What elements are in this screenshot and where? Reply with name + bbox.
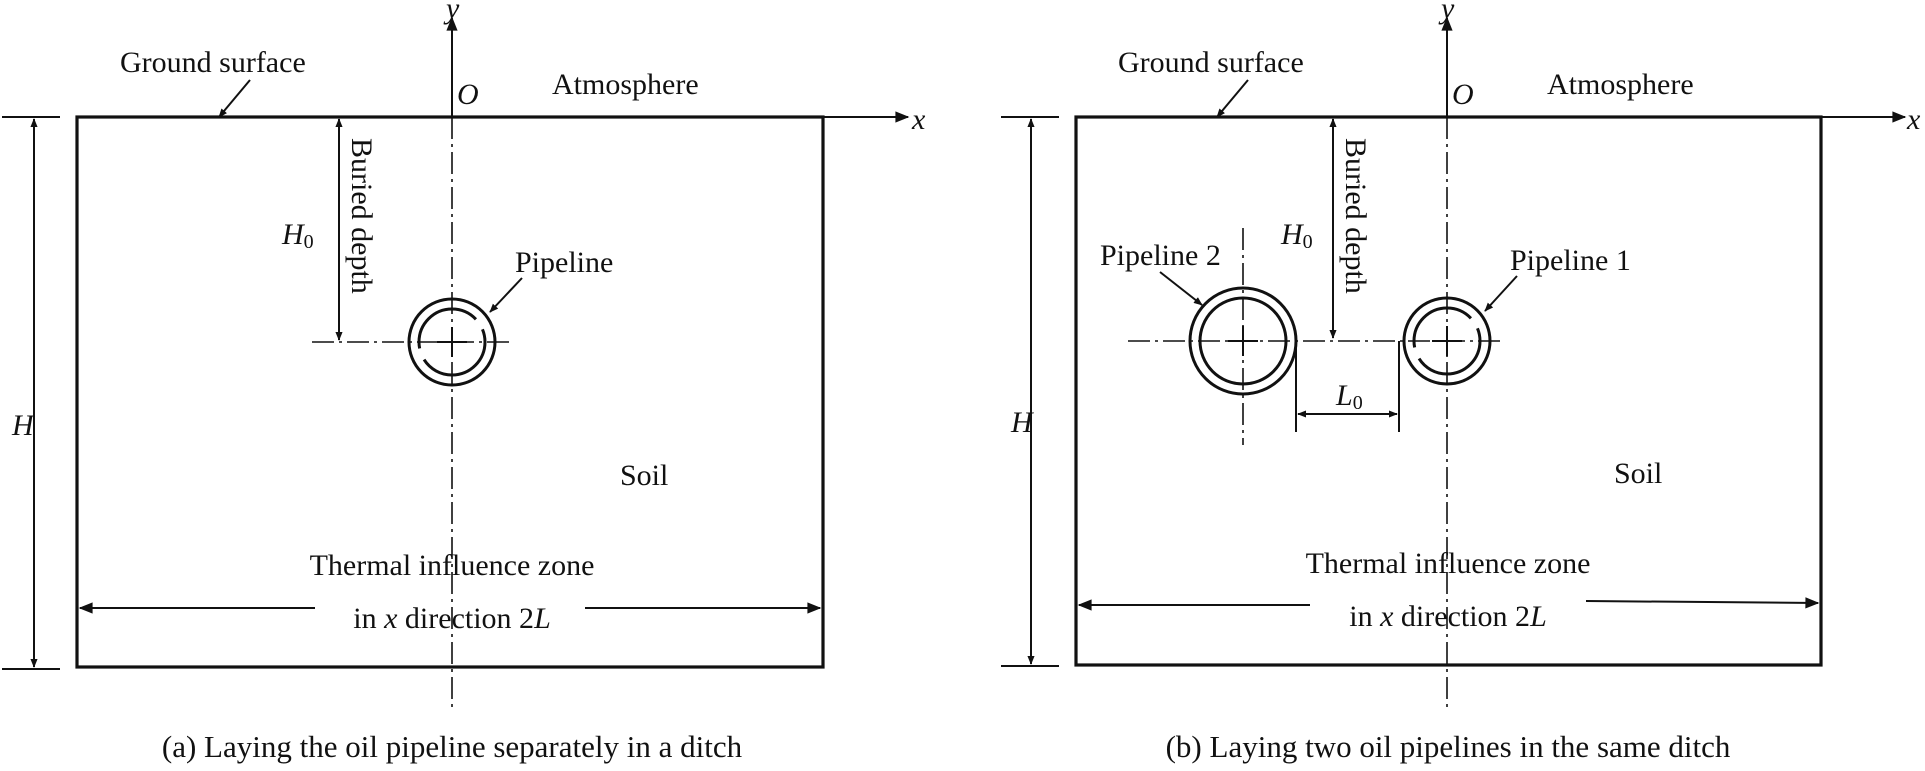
panel-a: x y O Ground surface Atmosphere Buried d… bbox=[2, 0, 926, 764]
height-label: H bbox=[1010, 406, 1035, 439]
pipeline-label: Pipeline bbox=[515, 246, 613, 279]
soil-label: Soil bbox=[620, 459, 668, 492]
soil-domain-frame bbox=[1074, 115, 1823, 667]
h0-label: H0 bbox=[1280, 218, 1313, 253]
ground-surface-pointer bbox=[218, 79, 251, 118]
atmosphere-label: Atmosphere bbox=[1547, 68, 1694, 101]
buried-depth-label: Buried depth bbox=[345, 138, 378, 294]
soil-domain-frame bbox=[75, 115, 825, 669]
x-axis-label: x bbox=[1906, 103, 1921, 136]
caption-b: (b) Laying two oil pipelines in the same… bbox=[1166, 729, 1731, 764]
ground-surface-pointer bbox=[1216, 79, 1249, 118]
thermal-zone-label-line2: in x direction 2L bbox=[1349, 600, 1547, 633]
thermal-zone-label-line2: in x direction 2L bbox=[353, 602, 551, 635]
caption-a: (a) Laying the oil pipeline separately i… bbox=[162, 729, 743, 764]
soil-label: Soil bbox=[1614, 457, 1662, 490]
atmosphere-label: Atmosphere bbox=[552, 68, 699, 101]
pipeline1-label: Pipeline 1 bbox=[1510, 244, 1631, 277]
pipeline2-label: Pipeline 2 bbox=[1100, 239, 1221, 272]
l0-label: L0 bbox=[1335, 379, 1363, 414]
ground-surface-label: Ground surface bbox=[120, 46, 306, 79]
pipeline-icon bbox=[407, 297, 497, 387]
thermal-zone-label-line1: Thermal influence zone bbox=[310, 549, 595, 582]
thermal-zone-label-line1: Thermal influence zone bbox=[1306, 547, 1591, 580]
ground-surface-label: Ground surface bbox=[1118, 46, 1304, 79]
buried-depth-label: Buried depth bbox=[1339, 138, 1372, 294]
panel-b: x y O Ground surface Atmosphere Buried d… bbox=[1001, 0, 1921, 764]
x-axis-label: x bbox=[911, 103, 926, 136]
y-axis-label: y bbox=[1438, 0, 1455, 25]
thermal-zone-arrow-right bbox=[1585, 597, 1820, 609]
pipeline-pointer bbox=[489, 277, 523, 313]
pipeline1-icon bbox=[1402, 296, 1492, 386]
pipeline2-pointer bbox=[1159, 271, 1203, 306]
origin-label: O bbox=[457, 78, 479, 111]
origin-label: O bbox=[1452, 78, 1474, 111]
pipeline1-pointer bbox=[1484, 275, 1518, 312]
h0-label: H0 bbox=[281, 218, 314, 253]
height-label: H bbox=[11, 409, 36, 442]
y-axis-label: y bbox=[443, 0, 460, 25]
